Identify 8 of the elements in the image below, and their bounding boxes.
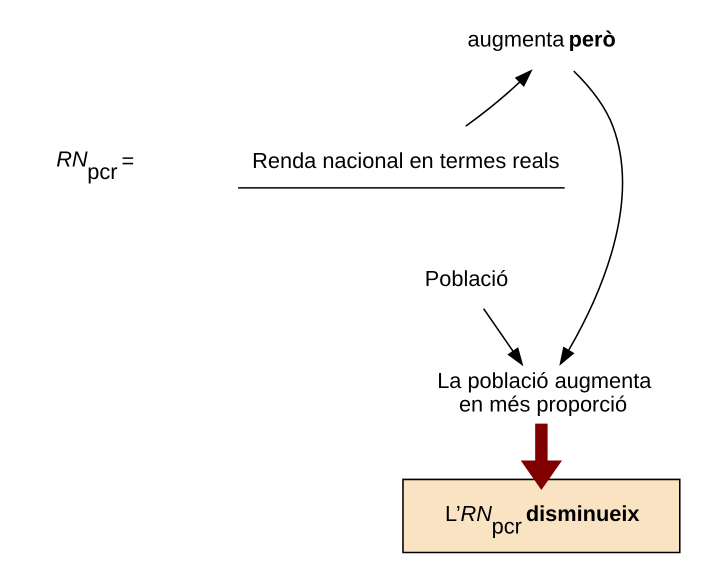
node-text: La població augmenta en més proporció xyxy=(437,368,652,416)
arrow xyxy=(520,424,562,490)
arrow xyxy=(559,70,624,366)
arrow xyxy=(483,308,524,366)
node-text: Renda nacional en termes reals xyxy=(252,148,560,173)
node-text: Població xyxy=(424,266,508,292)
arrow xyxy=(465,69,533,127)
node-text: augmenta però xyxy=(468,26,616,52)
